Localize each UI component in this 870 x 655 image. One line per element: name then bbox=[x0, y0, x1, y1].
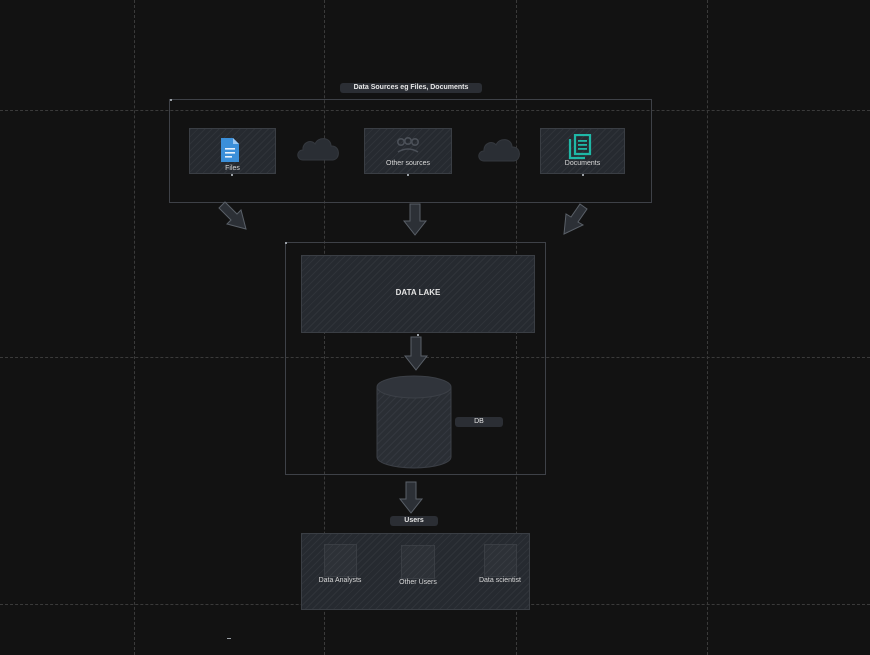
cloud-icon bbox=[478, 139, 520, 162]
stray-mark bbox=[227, 638, 231, 639]
lake-frame[interactable] bbox=[285, 242, 546, 475]
data-analysts-label: Data Analysts bbox=[318, 577, 362, 584]
documents-label: Documents bbox=[564, 160, 601, 167]
connector-point bbox=[582, 174, 584, 176]
sources-frame[interactable] bbox=[169, 99, 652, 203]
users-title: Users bbox=[390, 516, 438, 526]
data-lake-node[interactable] bbox=[301, 255, 535, 333]
data-scientist-label: Data scientist bbox=[478, 577, 522, 584]
connector-point bbox=[407, 174, 409, 176]
arrow-icon bbox=[218, 201, 247, 230]
data-scientist-avatar[interactable] bbox=[484, 544, 517, 577]
other-users-label: Other Users bbox=[399, 579, 437, 586]
frame-handle bbox=[285, 242, 287, 244]
data-lake-label: DATA LAKE bbox=[395, 288, 441, 297]
grid-line bbox=[0, 357, 870, 358]
frame-handle bbox=[170, 99, 172, 101]
connector-point bbox=[417, 334, 419, 336]
db-label: DB bbox=[455, 417, 503, 427]
other-users-avatar[interactable] bbox=[401, 545, 435, 579]
grid-line bbox=[134, 0, 135, 655]
sources-title: Data Sources eg Files, Documents bbox=[340, 83, 482, 93]
other-sources-label: Other sources bbox=[386, 160, 430, 167]
sources-icon bbox=[396, 136, 420, 153]
database-icon[interactable] bbox=[375, 375, 453, 470]
arrow-icon bbox=[563, 203, 588, 235]
other-sources-node[interactable] bbox=[364, 128, 452, 174]
arrow-icon bbox=[403, 336, 429, 371]
data-analysts-avatar[interactable] bbox=[324, 544, 357, 577]
files-label: Files bbox=[225, 165, 240, 172]
arrow-icon bbox=[402, 203, 428, 236]
grid-line bbox=[0, 110, 870, 111]
connector-point bbox=[231, 174, 233, 176]
cloud-icon bbox=[297, 138, 339, 161]
file-icon bbox=[221, 138, 239, 162]
grid-line bbox=[707, 0, 708, 655]
documents-icon bbox=[568, 134, 592, 160]
arrow-icon bbox=[398, 481, 424, 514]
